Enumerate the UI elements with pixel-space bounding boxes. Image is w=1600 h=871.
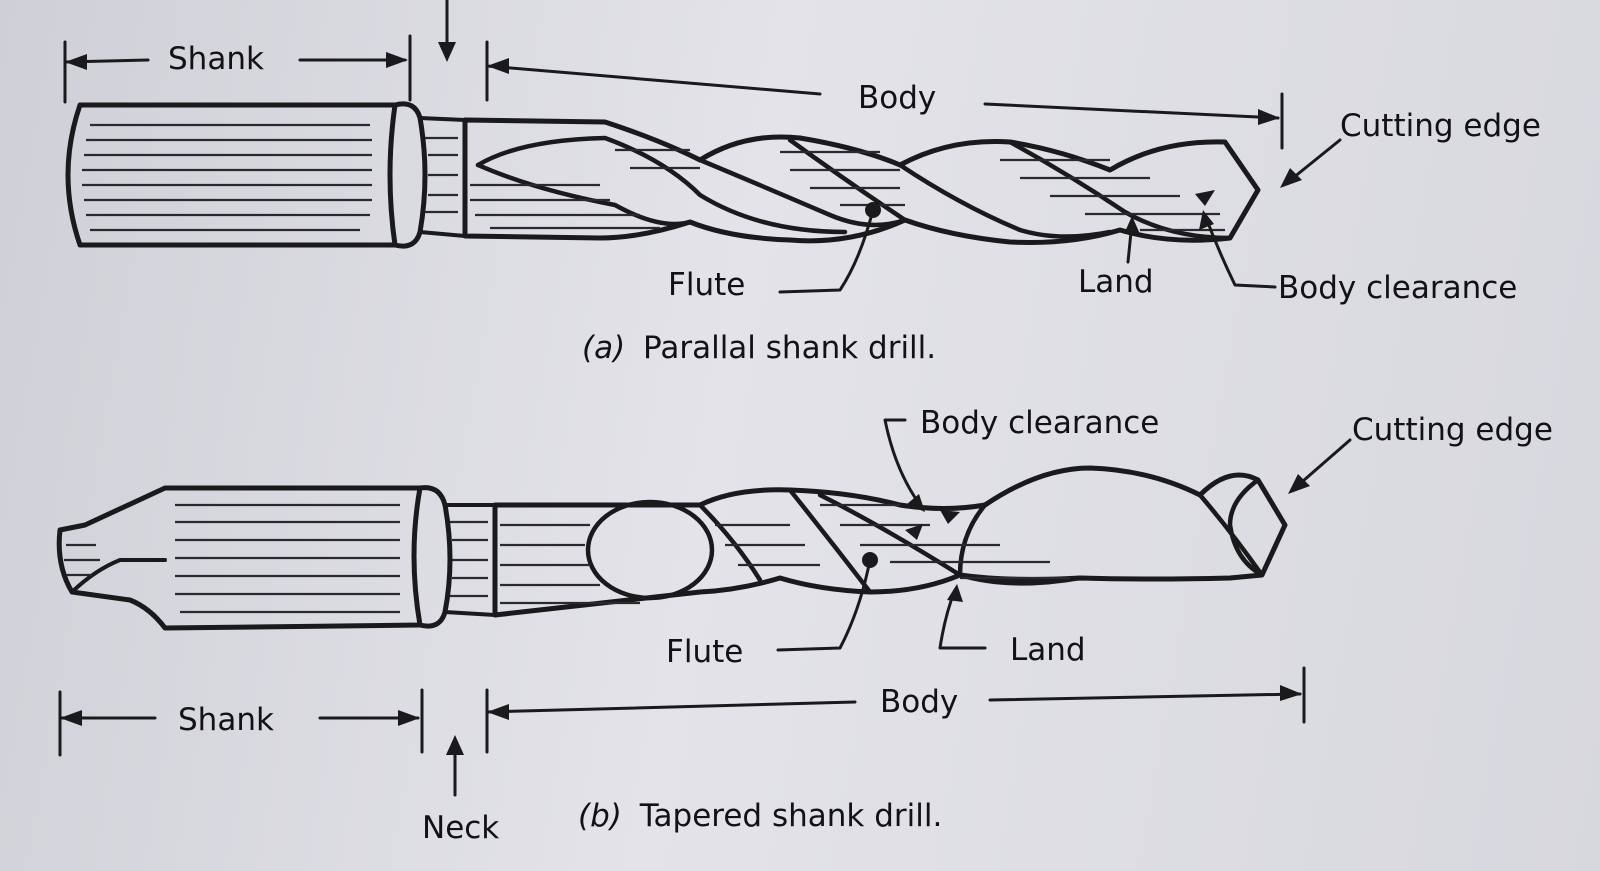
figure-a-shank-label: Shank: [168, 41, 264, 77]
figure-a-flute: [475, 135, 848, 235]
figure-b-cutting-edge-label: Cutting edge: [1352, 412, 1553, 448]
figure-a-flute-label: Flute: [668, 267, 745, 303]
figure-a-shank-hatching: [82, 123, 372, 232]
figure-b-land-label: Land: [1010, 632, 1086, 668]
figure-b-flute-hollow: [585, 499, 715, 601]
figure-a-caption: (a) Parallal shank drill.: [582, 330, 936, 366]
figure-a-shank-outline: [65, 102, 398, 248]
figure-b-flute-label: Flute: [666, 634, 743, 670]
figure-a-dimension-lines: [63, 0, 1284, 150]
figure-b-shank-outline: [56, 485, 423, 631]
figure-b-tang-hatching: [64, 543, 100, 577]
figure-a-drill: [65, 101, 1261, 249]
figure-b-neck-arrow: [446, 735, 464, 755]
figure-a-caption-letter: (a): [582, 330, 625, 366]
figure-a-leaders: [778, 138, 1342, 294]
figure-b-caption-text: Tapered shank drill.: [639, 798, 943, 834]
figure-b-collar: [417, 485, 453, 629]
figure-b-shank-hatching: [175, 503, 400, 614]
figure-b-shank-label: Shank: [178, 702, 274, 738]
figure-b-neck-label: Neck: [422, 810, 499, 846]
figure-b-caption: (b) Tapered shank drill.: [578, 798, 942, 834]
figure-a-body-clearance-label: Body clearance: [1278, 270, 1517, 306]
figure-b-caption-letter: (b): [578, 798, 622, 834]
figure-a-neck-arrow: [438, 42, 456, 62]
figure-b-body-outline: [492, 465, 1288, 618]
figure-a-collar: [392, 101, 428, 249]
figure-b-body-clearance-label: Body clearance: [920, 405, 1159, 441]
figure-a-caption-text: Parallal shank drill.: [643, 330, 936, 366]
figure-a-body-label: Body: [858, 80, 936, 116]
figure-a-land-label: Land: [1078, 264, 1154, 300]
figure-a-body-outline: [462, 117, 1261, 245]
figure-b-drill: [56, 465, 1288, 631]
figure-b-leaders: [776, 418, 1352, 652]
figure-b-body-label: Body: [880, 684, 958, 720]
figure-a-cutting-edge-label: Cutting edge: [1340, 108, 1541, 144]
figure-b-dimension-lines: [58, 666, 1306, 797]
